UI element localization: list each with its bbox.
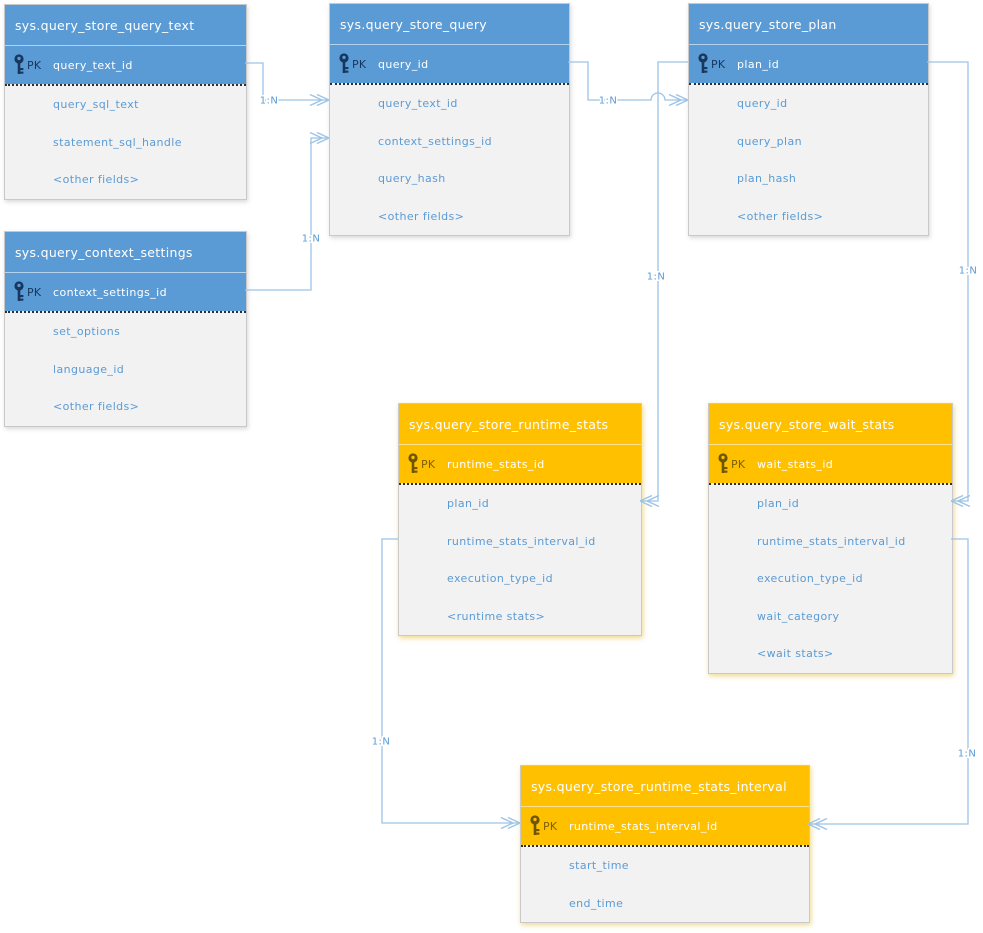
- entity-title: sys.query_store_query: [330, 4, 569, 45]
- pk-field-name: plan_id: [737, 57, 780, 71]
- cardinality-label: 1:N: [959, 266, 977, 277]
- field-row: query_hash: [378, 172, 446, 186]
- field-row: end_time: [569, 896, 624, 910]
- field-row: query_text_id: [378, 97, 458, 111]
- entity-title: sys.query_store_query_text: [5, 5, 246, 46]
- field-list: set_options language_id <other fields>: [5, 311, 246, 426]
- cardinality-label: 1:N: [958, 749, 976, 760]
- field-row: runtime_stats_interval_id: [447, 534, 596, 548]
- entity-sys-query-store-plan: sys.query_store_plan PK plan_id query_id…: [688, 3, 929, 236]
- pk-row: PK query_text_id: [5, 46, 246, 84]
- field-row: context_settings_id: [378, 134, 492, 148]
- pk-label: PK: [731, 457, 746, 471]
- field-list: start_time end_time: [521, 845, 809, 922]
- pk-field-name: runtime_stats_interval_id: [569, 819, 718, 833]
- field-list: query_id query_plan plan_hash <other fie…: [689, 83, 928, 235]
- pk-row: PK query_id: [330, 45, 569, 83]
- cardinality-label: 1:N: [647, 272, 665, 283]
- pk-field-name: context_settings_id: [53, 285, 167, 299]
- field-row: statement_sql_handle: [53, 135, 182, 149]
- primary-key-icon: [14, 54, 24, 74]
- entity-sys-query-store-runtime-stats-interval: sys.query_store_runtime_stats_interval P…: [520, 765, 810, 923]
- field-row: wait_category: [757, 609, 840, 623]
- field-row: start_time: [569, 859, 629, 873]
- pk-label: PK: [711, 57, 726, 71]
- field-row: plan_hash: [737, 172, 797, 186]
- pk-row: PK wait_stats_id: [709, 445, 952, 483]
- field-row: execution_type_id: [447, 572, 554, 586]
- connector-query-text-to-query: [245, 62, 329, 100]
- entity-title: sys.query_store_wait_stats: [709, 404, 952, 445]
- field-row: language_id: [53, 362, 125, 376]
- cardinality-label: 1:N: [260, 96, 278, 107]
- pk-label: PK: [543, 819, 558, 833]
- primary-key-icon: [339, 53, 349, 73]
- pk-field-name: wait_stats_id: [757, 457, 834, 471]
- field-list: plan_id runtime_stats_interval_id execut…: [709, 483, 952, 673]
- pk-row: PK plan_id: [689, 45, 928, 83]
- pk-row: PK runtime_stats_interval_id: [521, 807, 809, 845]
- pk-row: PK runtime_stats_id: [399, 445, 641, 483]
- field-row: <other fields>: [737, 209, 824, 223]
- field-row: runtime_stats_interval_id: [757, 534, 906, 548]
- cardinality-label: 1:N: [372, 737, 390, 748]
- field-row: <other fields>: [378, 209, 465, 223]
- entity-sys-query-store-query-text: sys.query_store_query_text PK query_text…: [4, 4, 247, 200]
- entity-sys-query-context-settings: sys.query_context_settings PK context_se…: [4, 231, 247, 427]
- field-row: <other fields>: [53, 400, 140, 414]
- primary-key-icon: [698, 53, 708, 73]
- cardinality-label: 1:N: [599, 96, 617, 107]
- pk-label: PK: [27, 58, 42, 72]
- field-row: <other fields>: [53, 173, 140, 187]
- entity-title: sys.query_context_settings: [5, 232, 246, 273]
- pk-field-name: query_text_id: [53, 58, 133, 72]
- field-list: query_sql_text statement_sql_handle <oth…: [5, 84, 246, 199]
- entity-sys-query-store-wait-stats: sys.query_store_wait_stats PK wait_stats…: [708, 403, 953, 674]
- primary-key-icon: [14, 281, 24, 301]
- entity-sys-query-store-runtime-stats: sys.query_store_runtime_stats PK runtime…: [398, 403, 642, 636]
- field-row: <wait stats>: [757, 647, 834, 661]
- pk-label: PK: [27, 285, 42, 299]
- pk-row: PK context_settings_id: [5, 273, 246, 311]
- pk-label: PK: [421, 457, 436, 471]
- field-row: execution_type_id: [757, 572, 864, 586]
- field-row: query_plan: [737, 134, 803, 148]
- field-row: plan_id: [757, 497, 800, 511]
- field-row: query_sql_text: [53, 98, 139, 112]
- primary-key-icon: [718, 453, 728, 473]
- entity-title: sys.query_store_runtime_stats: [399, 404, 641, 445]
- field-row: set_options: [53, 325, 121, 339]
- pk-field-name: query_id: [378, 57, 429, 71]
- pk-label: PK: [352, 57, 367, 71]
- field-row: query_id: [737, 97, 788, 111]
- field-row: <runtime stats>: [447, 609, 546, 623]
- field-list: query_text_id context_settings_id query_…: [330, 83, 569, 235]
- primary-key-icon: [408, 453, 418, 473]
- connector-context-settings-to-query: [245, 138, 329, 291]
- field-row: plan_id: [447, 497, 490, 511]
- field-list: plan_id runtime_stats_interval_id execut…: [399, 483, 641, 635]
- entity-sys-query-store-query: sys.query_store_query PK query_id query_…: [329, 3, 570, 236]
- connector-query-to-plan: [568, 61, 688, 100]
- pk-field-name: runtime_stats_id: [447, 457, 545, 471]
- cardinality-label: 1:N: [302, 234, 320, 245]
- entity-title: sys.query_store_runtime_stats_interval: [521, 766, 809, 807]
- primary-key-icon: [530, 815, 540, 835]
- connector-plan-to-runtime-stats: [640, 61, 688, 501]
- entity-title: sys.query_store_plan: [689, 4, 928, 45]
